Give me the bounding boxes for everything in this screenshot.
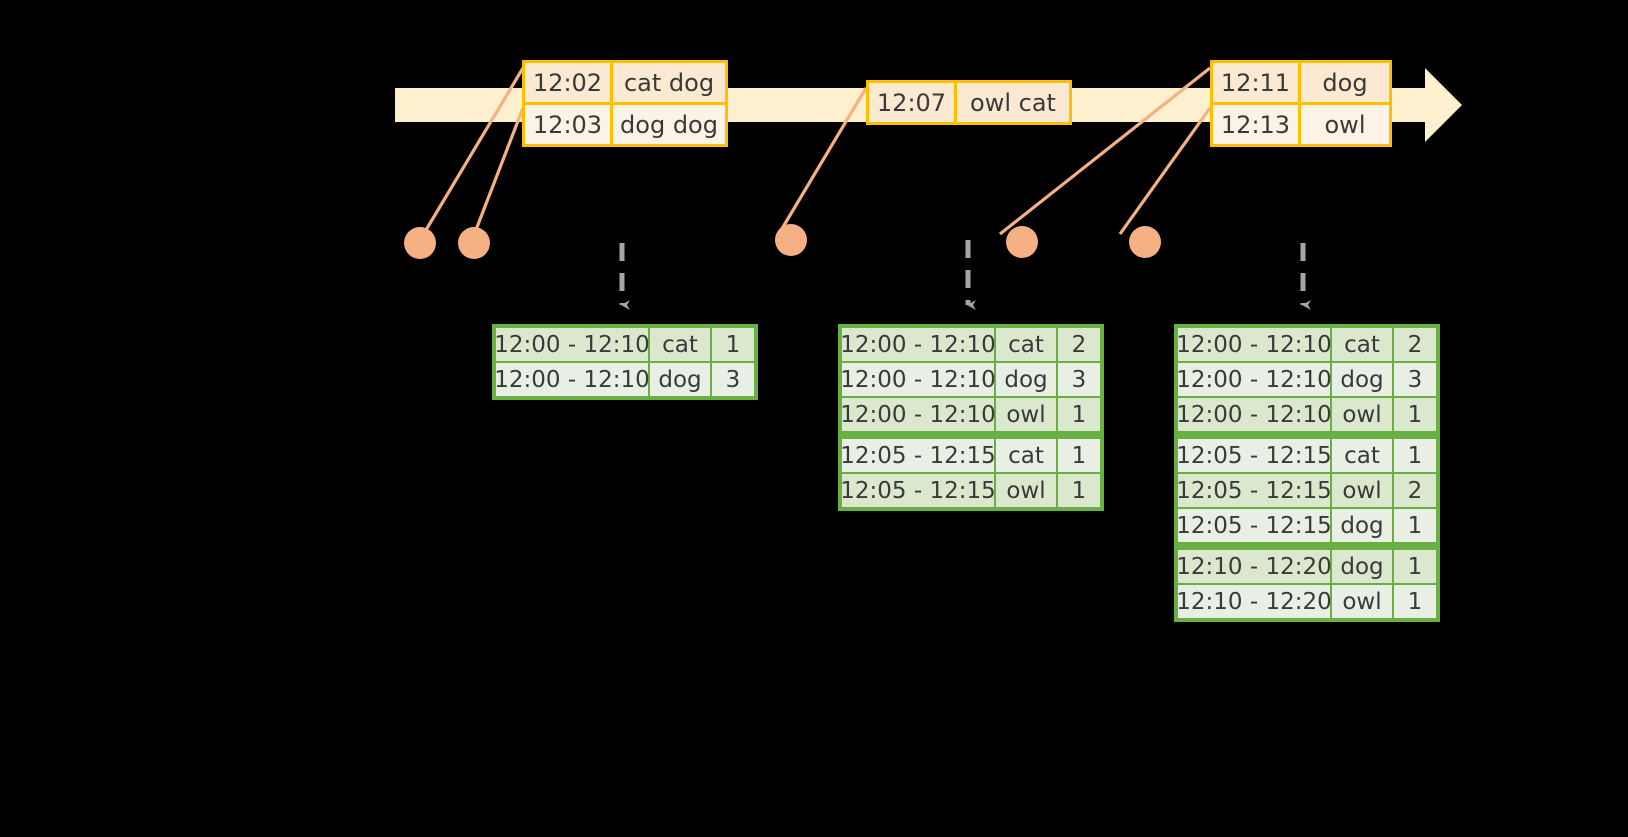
cell-word: owl xyxy=(1332,398,1392,431)
connector-5 xyxy=(1118,107,1212,235)
event-group-2[interactable]: 12:07 owl cat xyxy=(866,80,1072,125)
cell-word: cat xyxy=(1332,439,1392,472)
dashed-arrows xyxy=(619,240,1311,310)
cell-count: 1 xyxy=(1394,550,1436,583)
cell-word: dog xyxy=(1332,363,1392,396)
cell-count: 1 xyxy=(1058,398,1100,431)
cell-window: 12:10 - 12:20 xyxy=(1176,550,1332,583)
cell-count: 1 xyxy=(1058,474,1100,507)
cell-window: 12:05 - 12:15 xyxy=(840,439,996,472)
event-time: 12:11 xyxy=(1213,63,1301,102)
cell-window: 12:00 - 12:10 xyxy=(494,328,650,361)
cell-window: 12:05 - 12:15 xyxy=(1176,439,1332,472)
event-time: 12:02 xyxy=(525,63,613,102)
table-group-separator xyxy=(1178,433,1436,437)
event-time: 12:13 xyxy=(1213,105,1301,144)
cell-word: owl xyxy=(1332,474,1392,507)
event-words: dog xyxy=(1322,68,1368,97)
cell-word: owl xyxy=(996,398,1056,431)
event-row[interactable]: 12:07 owl cat xyxy=(869,83,1069,122)
cell-count: 1 xyxy=(712,328,754,361)
event-row[interactable]: 12:03 dog dog xyxy=(525,102,725,144)
event-marker-2-dot xyxy=(458,227,490,259)
cell-count: 2 xyxy=(1394,328,1436,361)
cell-count: 2 xyxy=(1394,474,1436,507)
event-marker-1-dot xyxy=(404,227,436,259)
cell-count: 1 xyxy=(1394,585,1436,618)
event-words: owl xyxy=(1324,110,1366,139)
event-row[interactable]: 12:11 dog xyxy=(1213,63,1389,102)
cell-count: 1 xyxy=(1394,439,1436,472)
event-marker-3-dot xyxy=(775,224,807,256)
cell-count: 1 xyxy=(1394,398,1436,431)
cell-count: 1 xyxy=(1058,439,1100,472)
cell-window: 12:00 - 12:10 xyxy=(1176,363,1332,396)
event-marker-4-dot xyxy=(1006,226,1038,258)
event-marker-5-dot xyxy=(1129,226,1161,258)
cell-word: owl xyxy=(1332,585,1392,618)
cell-window: 12:00 - 12:10 xyxy=(1176,328,1332,361)
cell-word: owl xyxy=(996,474,1056,507)
cell-count: 1 xyxy=(1394,509,1436,542)
cell-count: 3 xyxy=(1058,363,1100,396)
cell-word: cat xyxy=(996,328,1056,361)
cell-word: dog xyxy=(1332,550,1392,583)
cell-window: 12:05 - 12:15 xyxy=(840,474,996,507)
cell-count: 2 xyxy=(1058,328,1100,361)
event-words: dog dog xyxy=(620,110,718,139)
cell-window: 12:05 - 12:15 xyxy=(1176,509,1332,542)
table-group-separator xyxy=(1178,544,1436,548)
event-time: 12:07 xyxy=(869,83,957,122)
cell-word: dog xyxy=(996,363,1056,396)
cell-word: cat xyxy=(650,328,710,361)
cell-count: 3 xyxy=(1394,363,1436,396)
cell-window: 12:10 - 12:20 xyxy=(1176,585,1332,618)
event-dots xyxy=(404,224,1161,259)
cell-window: 12:00 - 12:10 xyxy=(840,363,996,396)
event-time: 12:03 xyxy=(525,105,613,144)
event-row[interactable]: 12:13 owl xyxy=(1213,102,1389,144)
cell-word: dog xyxy=(650,363,710,396)
connector-1 xyxy=(421,67,525,236)
cell-word: dog xyxy=(1332,509,1392,542)
event-group-3[interactable]: 12:11 dog 12:13 owl xyxy=(1210,60,1392,147)
cell-count: 3 xyxy=(712,363,754,396)
cell-word: cat xyxy=(1332,328,1392,361)
connector-3 xyxy=(778,87,868,233)
cell-window: 12:00 - 12:10 xyxy=(840,328,996,361)
cell-word: cat xyxy=(996,439,1056,472)
cell-window: 12:00 - 12:10 xyxy=(494,363,650,396)
event-words: owl cat xyxy=(970,88,1056,117)
cell-window: 12:00 - 12:10 xyxy=(840,398,996,431)
table-group-separator xyxy=(842,433,1100,437)
cell-window: 12:05 - 12:15 xyxy=(1176,474,1332,507)
cell-window: 12:00 - 12:10 xyxy=(1176,398,1332,431)
event-words: cat dog xyxy=(623,68,715,97)
event-row[interactable]: 12:02 cat dog xyxy=(525,63,725,102)
event-group-1[interactable]: 12:02 cat dog 12:03 dog dog xyxy=(522,60,728,147)
connector-2 xyxy=(472,107,525,236)
